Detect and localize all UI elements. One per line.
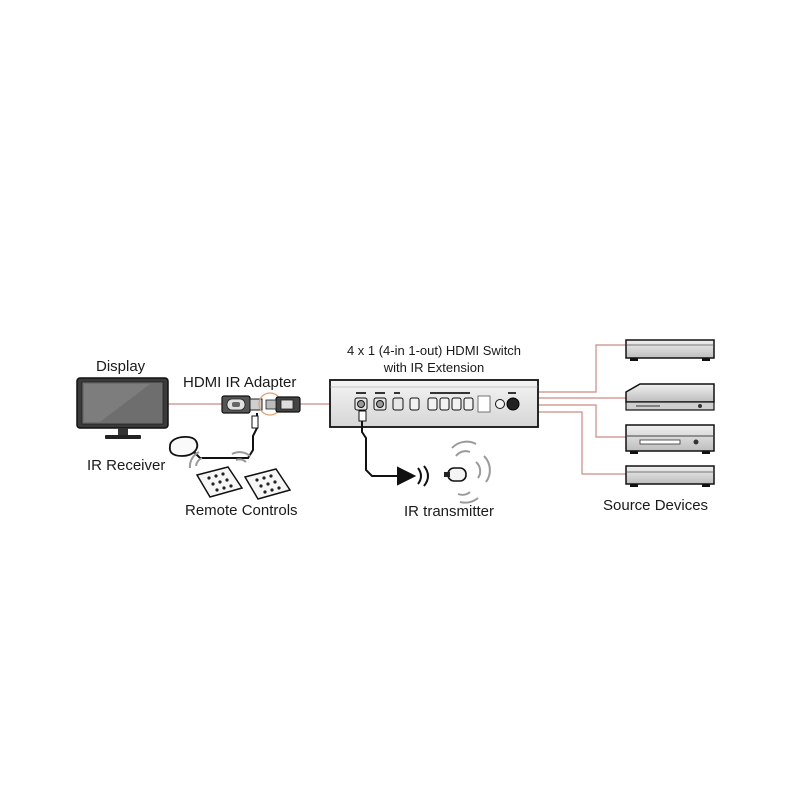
switch-ir-ports <box>354 397 404 411</box>
ir-transmitter <box>444 467 467 482</box>
remotes-label: Remote Controls <box>185 502 298 519</box>
ir-receiver-cable <box>191 413 259 459</box>
transmitter-label: IR transmitter <box>404 503 495 520</box>
switch-select-button <box>495 399 505 409</box>
source-device-3 <box>625 424 715 454</box>
switch-label: 4 x 1 (4-in 1-out) HDMI Switch with IR E… <box>334 342 534 376</box>
cable-source-4 <box>538 411 626 475</box>
switch-power-knob <box>506 397 520 411</box>
cables <box>168 344 626 475</box>
switch-port-labels <box>356 392 516 394</box>
receiver-label: IR Receiver <box>87 457 166 474</box>
source-device-4 <box>625 465 715 487</box>
sources-label: Source Devices <box>603 497 709 514</box>
source-device-1 <box>625 339 715 361</box>
switch-status-window <box>477 395 491 413</box>
display-monitor <box>76 377 169 439</box>
ir-receiver <box>168 435 199 457</box>
hdmi-ir-adapter <box>221 392 301 416</box>
remote-control-2 <box>243 468 292 500</box>
ir-signal-waves-remote <box>188 451 251 469</box>
source-device-2 <box>625 383 715 411</box>
remote-controls <box>188 451 292 500</box>
remote-control-1 <box>195 466 244 498</box>
switch-label-line-2: with IR Extension <box>383 360 485 375</box>
cable-source-3 <box>538 404 626 438</box>
cable-source-1 <box>538 344 626 393</box>
switch-label-line-1: 4 x 1 (4-in 1-out) HDMI Switch <box>346 343 522 358</box>
ir-transmitter-cable <box>358 410 429 487</box>
display-label: Display <box>96 358 146 375</box>
switch-input-buttons <box>409 397 474 411</box>
ir-signal-waves-transmitter <box>451 440 491 504</box>
adapter-label: HDMI IR Adapter <box>183 374 297 391</box>
